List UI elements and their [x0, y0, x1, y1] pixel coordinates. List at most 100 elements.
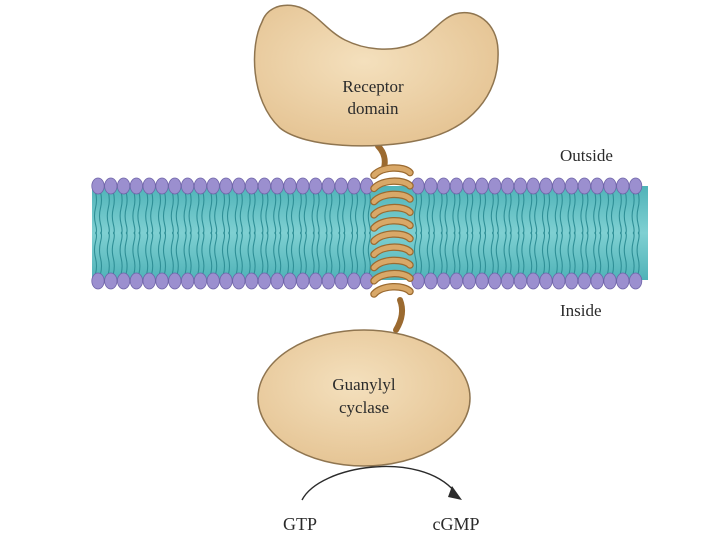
lipid-head-lower: [181, 272, 195, 290]
lipid-head-upper: [321, 177, 335, 195]
lipid-tail-lower: [477, 231, 482, 275]
lipid-tail-upper: [337, 191, 341, 235]
lipid-tail-upper: [106, 191, 110, 235]
lipid-tail-lower: [495, 231, 499, 275]
lipid-head-upper: [219, 177, 233, 195]
reaction-arrowhead: [448, 486, 462, 500]
lipid-tail-upper: [234, 191, 238, 235]
lipid-tail-lower: [247, 231, 251, 275]
lipid-tail-lower: [239, 231, 243, 275]
lipid-tail-upper: [252, 191, 256, 235]
lipid-head-lower: [283, 272, 297, 290]
lipid-tail-upper: [413, 191, 418, 235]
lipid-tail-upper: [188, 191, 192, 235]
lipid-tail-lower: [516, 231, 520, 275]
lipid-head-upper: [155, 177, 169, 195]
lipid-tail-upper: [636, 191, 640, 235]
outside-label: Outside: [560, 146, 613, 165]
cgmp-label: cGMP: [432, 514, 479, 534]
lower-linker-strand: [393, 297, 406, 333]
lipid-tail-lower: [157, 231, 162, 275]
lipid-head-upper: [129, 177, 143, 195]
lipid-head-lower: [616, 272, 630, 290]
lipid-tail-lower: [541, 231, 546, 275]
lipid-tail-upper: [111, 191, 115, 235]
lipid-tail-upper: [201, 191, 205, 235]
lipid-tail-lower: [260, 231, 264, 275]
lipid-tail-lower: [170, 231, 174, 275]
lipid-tail-lower: [426, 231, 430, 275]
lipid-head-lower: [347, 272, 361, 290]
lipid-tail-upper: [529, 191, 533, 235]
lipid-head-upper: [308, 177, 323, 195]
lipid-tail-lower: [124, 231, 128, 275]
lipid-tail-upper: [585, 191, 589, 235]
lipid-tail-upper: [170, 191, 174, 235]
lipid-head-upper: [168, 177, 182, 195]
lipid-head-lower: [526, 272, 540, 290]
lipid-tail-lower: [290, 231, 295, 275]
lipid-tail-upper: [559, 191, 563, 235]
lipid-tail-lower: [183, 231, 187, 275]
lipid-head-upper: [616, 177, 630, 195]
lipid-tail-upper: [285, 191, 290, 235]
lipid-tail-upper: [367, 191, 371, 235]
lipid-head-upper: [539, 177, 553, 195]
receptor-label-line1: Receptor: [342, 77, 404, 96]
lipid-head-upper: [91, 177, 105, 195]
lipid-head-lower: [436, 272, 451, 290]
lipid-tail-upper: [273, 191, 277, 235]
lipid-tail-upper: [567, 191, 571, 235]
lipid-head-lower: [552, 272, 566, 290]
lipid-tail-lower: [439, 231, 443, 275]
lipid-head-upper: [564, 177, 579, 195]
lipid-head-lower: [245, 272, 259, 290]
lipid-tail-lower: [362, 231, 366, 275]
lipid-tail-lower: [610, 231, 615, 275]
lipid-head-upper: [628, 177, 643, 195]
lipid-tail-lower: [265, 231, 269, 275]
lipid-tail-lower: [252, 231, 256, 275]
receptor-domain-shape: [253, 4, 499, 147]
cyclase-label-line2: cyclase: [339, 398, 389, 417]
lipid-head-upper: [181, 177, 195, 195]
lipid-tail-upper: [209, 191, 213, 235]
lipid-heads: [91, 177, 643, 290]
lipid-tail-upper: [495, 191, 499, 235]
lipid-head-upper: [193, 177, 207, 195]
lipid-head-upper: [577, 177, 592, 195]
lipid-head-upper: [257, 177, 271, 195]
lipid-tail-upper: [137, 191, 141, 235]
lipid-tail-lower: [214, 231, 218, 275]
gtp-label: GTP: [283, 514, 317, 534]
lipid-tail-upper: [175, 191, 179, 235]
lipid-tail-upper: [541, 191, 546, 235]
lipid-tail-lower: [490, 231, 494, 275]
lipid-tail-lower: [431, 231, 435, 275]
lipid-head-upper: [296, 177, 310, 195]
lipid-head-upper: [603, 177, 617, 195]
lipid-tail-lower: [329, 231, 333, 275]
lipid-tail-upper: [221, 191, 226, 235]
lipid-tail-lower: [413, 231, 418, 275]
lipid-tail-lower: [132, 231, 136, 275]
lipid-head-lower: [449, 272, 463, 290]
lipid-tail-upper: [631, 191, 635, 235]
lipid-tail-lower: [534, 231, 538, 275]
lipid-head-lower: [232, 272, 246, 290]
lipid-tail-lower: [201, 231, 205, 275]
lipid-tail-upper: [303, 191, 307, 235]
lipid-tail-upper: [119, 191, 123, 235]
lipid-tail-upper: [265, 191, 269, 235]
lipid-tail-lower: [188, 231, 192, 275]
lipid-head-upper: [245, 177, 259, 195]
lipid-head-lower: [411, 272, 425, 290]
lipid-tail-lower: [342, 231, 346, 275]
lipid-tail-lower: [221, 231, 226, 275]
lipid-tail-upper: [503, 191, 507, 235]
upper-linker-strand: [375, 143, 388, 171]
lipid-tail-lower: [585, 231, 589, 275]
lipid-head-lower: [129, 272, 143, 290]
